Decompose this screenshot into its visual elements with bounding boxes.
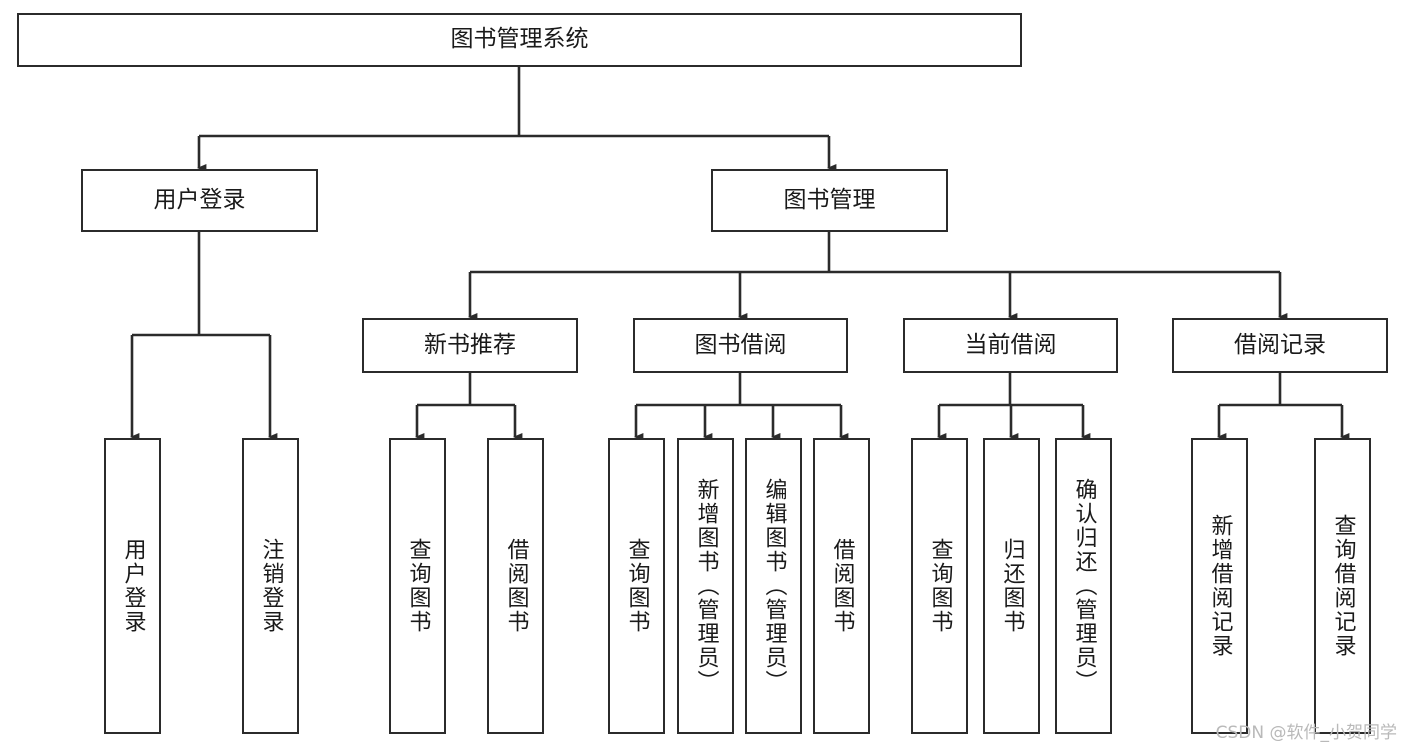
node-leaf-logout[interactable]: 注销登录: [242, 438, 299, 734]
node-leaf-borrow-book-1-label: 借阅图书: [503, 538, 529, 634]
node-leaf-query-book-2-label: 查询图书: [624, 538, 650, 634]
node-leaf-edit-book-label: 编辑图书（管理员）: [761, 478, 787, 694]
node-leaf-borrow-book-1[interactable]: 借阅图书: [487, 438, 544, 734]
node-book-borrow[interactable]: 图书借阅: [633, 318, 848, 373]
node-leaf-query-record[interactable]: 查询借阅记录: [1314, 438, 1371, 734]
node-leaf-query-book-3-label: 查询图书: [927, 538, 953, 634]
node-new-book-recommend-label: 新书推荐: [424, 331, 516, 358]
node-leaf-query-record-label: 查询借阅记录: [1330, 514, 1356, 658]
node-leaf-add-book-label: 新增图书（管理员）: [693, 478, 719, 694]
node-book-borrow-label: 图书借阅: [694, 331, 787, 358]
node-leaf-user-login[interactable]: 用户登录: [104, 438, 161, 734]
node-leaf-borrow-book-2[interactable]: 借阅图书: [813, 438, 870, 734]
node-root-label: 图书管理系统: [450, 26, 589, 53]
node-leaf-confirm-return-label: 确认归还（管理员）: [1071, 478, 1097, 694]
node-root[interactable]: 图书管理系统: [17, 13, 1022, 67]
node-new-book-recommend[interactable]: 新书推荐: [362, 318, 578, 373]
node-user-login[interactable]: 用户登录: [81, 169, 318, 232]
node-leaf-query-book-3[interactable]: 查询图书: [911, 438, 968, 734]
node-current-borrow[interactable]: 当前借阅: [903, 318, 1118, 373]
node-leaf-query-book-1[interactable]: 查询图书: [389, 438, 446, 734]
node-leaf-add-record[interactable]: 新增借阅记录: [1191, 438, 1248, 734]
node-current-borrow-label: 当前借阅: [964, 331, 1057, 358]
node-leaf-add-book[interactable]: 新增图书（管理员）: [677, 438, 734, 734]
node-leaf-query-book-1-label: 查询图书: [405, 538, 431, 634]
connector-lines: [130, 67, 1350, 442]
node-borrow-record-label: 借阅记录: [1234, 331, 1326, 358]
node-leaf-return-book-label: 归还图书: [999, 538, 1025, 634]
node-leaf-query-book-2[interactable]: 查询图书: [608, 438, 665, 734]
node-user-login-label: 用户登录: [153, 186, 246, 213]
node-borrow-record[interactable]: 借阅记录: [1172, 318, 1388, 373]
node-leaf-return-book[interactable]: 归还图书: [983, 438, 1040, 734]
node-book-manage-label: 图书管理: [783, 186, 876, 213]
node-leaf-confirm-return[interactable]: 确认归还（管理员）: [1055, 438, 1112, 734]
node-leaf-user-login-label: 用户登录: [120, 538, 146, 634]
node-leaf-add-record-label: 新增借阅记录: [1207, 514, 1233, 658]
csdn-watermark: CSDN @软件_小贺同学: [1215, 723, 1397, 743]
node-leaf-borrow-book-2-label: 借阅图书: [829, 538, 855, 634]
node-leaf-edit-book[interactable]: 编辑图书（管理员）: [745, 438, 802, 734]
node-book-manage[interactable]: 图书管理: [711, 169, 948, 232]
node-leaf-logout-label: 注销登录: [258, 538, 284, 634]
